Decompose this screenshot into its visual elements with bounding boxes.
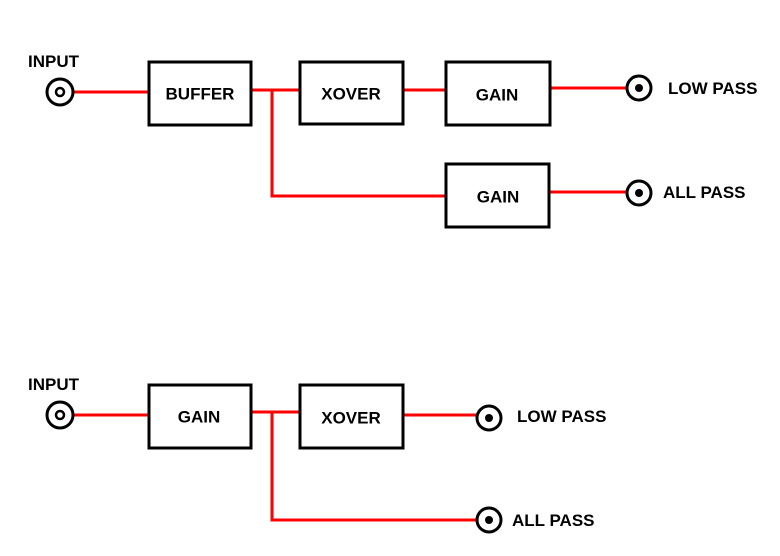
input-jack-bottom	[45, 400, 75, 430]
low-pass-jack-top	[625, 74, 653, 102]
wires-bottom	[62, 410, 484, 522]
gain-label-bottom: GAIN	[178, 407, 221, 426]
input-label-top: INPUT	[28, 52, 80, 71]
xover-block-bottom: XOVER	[298, 383, 405, 450]
xover-label-bottom: XOVER	[321, 408, 381, 427]
all-pass-jack-bottom	[475, 506, 503, 534]
gain-label-upper: GAIN	[476, 85, 519, 104]
input-jack-top	[45, 77, 75, 107]
wire-branch-to-gain	[270, 90, 446, 198]
low-pass-label-bottom: LOW PASS	[517, 407, 606, 426]
gain-block-lower: GAIN	[444, 162, 551, 229]
diagram-top: INPUT BUFFER XOVER GAIN GAIN LOW PASS A	[28, 52, 757, 229]
low-pass-jack-bottom	[475, 404, 503, 432]
all-pass-label-bottom: ALL PASS	[512, 511, 595, 530]
wire-branch-to-allpass	[270, 412, 484, 522]
diagram-bottom: INPUT GAIN XOVER LOW PASS ALL PASS	[28, 375, 606, 534]
all-pass-label-top: ALL PASS	[663, 183, 746, 202]
gain-label-lower: GAIN	[477, 187, 520, 206]
all-pass-jack-top	[625, 179, 653, 207]
jack-inner	[54, 86, 66, 98]
gain-block-bottom: GAIN	[147, 383, 253, 450]
buffer-label: BUFFER	[166, 84, 235, 103]
xover-label-top: XOVER	[321, 84, 381, 103]
gain-block-upper: GAIN	[444, 60, 552, 127]
buffer-block: BUFFER	[147, 60, 253, 127]
xover-block-top: XOVER	[298, 60, 405, 126]
wires-top	[62, 86, 634, 198]
input-label-bottom: INPUT	[28, 375, 80, 394]
low-pass-label-top: LOW PASS	[668, 79, 757, 98]
